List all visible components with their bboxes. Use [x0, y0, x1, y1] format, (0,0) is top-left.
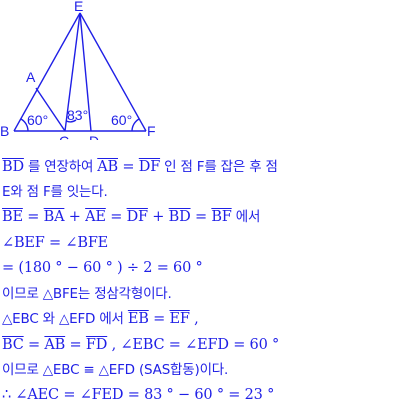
solution-line-3: BE = BA + AE = DF + BD = BF 에서 — [2, 209, 261, 225]
solution-line-9: 이므로 △EBC ≡ △EFD (SAS합동)이다. — [2, 362, 229, 378]
segment-ed — [79, 12, 92, 132]
solution-line-4: ∠BEF = ∠BFE — [2, 235, 109, 251]
angle-label-ecd: 83° — [67, 107, 88, 123]
segment-df: DF — [138, 159, 161, 175]
segment-ec — [64, 12, 81, 132]
solution-line-7: △EBC 와 △EFD 에서 EB = EF , — [2, 311, 199, 327]
angle-arc-b — [20, 118, 29, 132]
segment-bd: BD — [2, 159, 24, 175]
solution-line-2: E와 점 F를 잇는다. — [2, 184, 108, 200]
label-e: E — [74, 0, 83, 14]
solution-line-8: BC = AB = FD , ∠EBC = ∠EFD = 60 ° — [2, 337, 280, 353]
solution-line-1: BD 를 연장하여 AB = DF 인 점 F를 잡은 후 점 — [2, 159, 278, 175]
solution-line-10: ∴ ∠AEC = ∠FED = 83 ° − 60 ° = 23 ° — [2, 387, 275, 403]
segment-ab: AB — [97, 159, 118, 175]
label-d: D — [89, 133, 99, 140]
label-c: C — [59, 133, 69, 140]
angle-arc-f — [131, 118, 140, 132]
segment-ac — [35, 87, 66, 132]
label-f: F — [147, 123, 156, 139]
angle-label-f: 60° — [111, 112, 132, 128]
solution-line-6: 이므로 △BFE는 정삼각형이다. — [2, 286, 172, 302]
angle-label-b: 60° — [27, 112, 48, 128]
solution-line-5: = (180 ° − 60 ° ) ÷ 2 = 60 ° — [2, 260, 203, 276]
angle-arc-ecd — [66, 119, 77, 123]
geometry-figure: E A B C D F 60° 83° 60° — [0, 0, 156, 140]
segment-ef — [79, 12, 147, 132]
segment-be — [13, 12, 81, 132]
label-a: A — [26, 69, 36, 85]
label-b: B — [0, 123, 9, 139]
